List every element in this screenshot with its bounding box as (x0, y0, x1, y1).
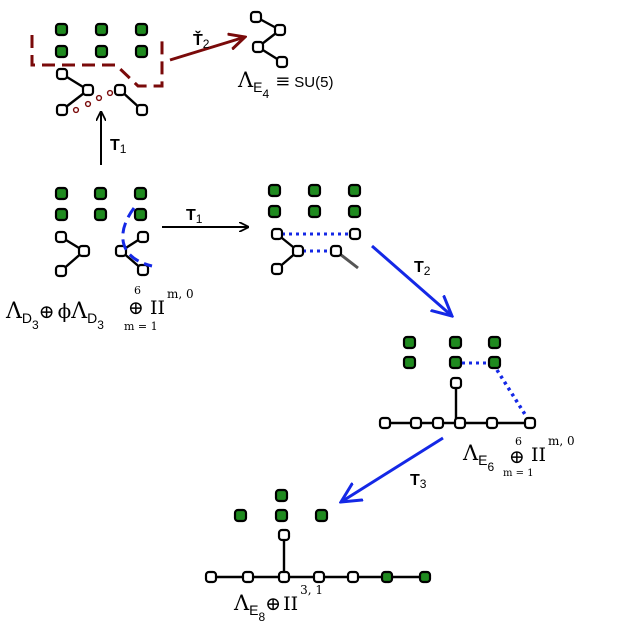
e6-subsub: 6 (488, 460, 495, 474)
arrow-t1-right-letter: T (186, 207, 196, 224)
arrow-t1-up-letter: T (110, 137, 120, 154)
arrow-t2-top-sub: 2 (203, 37, 210, 51)
e6-sum-bottom: m = 1 (503, 468, 534, 479)
d3-sub2: D (87, 310, 97, 326)
green-node-grid (54, 186, 148, 222)
d3-sub1: D (22, 310, 32, 326)
middle-right-configuration (267, 183, 362, 276)
e6-dynkin-chain (378, 376, 537, 430)
d3-ii-label: IIm, 0 (150, 287, 194, 319)
svg-text:Ť2: Ť2 (193, 30, 210, 51)
e6-ii-label: IIm, 0 (531, 434, 575, 466)
e8-ii: II (283, 593, 298, 615)
e6-ii: II (531, 444, 546, 466)
e6-sum-oplus: ⊕ (509, 446, 525, 468)
e8-label: ΛE8⊕II3, 1 (233, 583, 323, 624)
su5-rest: SU(5) (294, 74, 333, 91)
right-chain (329, 227, 362, 270)
su5-lambda: Λ (237, 68, 254, 92)
e6-sup: m, 0 (548, 434, 575, 448)
green-node-grid (233, 488, 329, 523)
right-chain (113, 83, 149, 117)
e6-label: ΛE6 (462, 441, 495, 474)
arrow-t2-down-letter: T (414, 259, 424, 276)
arrow-t2-top: Ť2 (169, 30, 245, 62)
left-chain (270, 227, 305, 276)
arrow-t1-up-sub: 1 (120, 142, 127, 156)
d3-oplus1: ⊕ (39, 301, 55, 323)
svg-text:T1: T1 (186, 207, 203, 226)
left-chain (55, 67, 95, 117)
arrow-t2-down-sub: 2 (424, 264, 431, 278)
d3-label: ΛD3⊕ϕΛD3 (5, 299, 104, 332)
e6-configuration (378, 335, 537, 430)
middle-left-configuration (54, 186, 153, 278)
arrow-t2-down: T2 (371, 244, 452, 316)
dashed-region-boundary (30, 35, 164, 88)
arrow-t1-right: T1 (162, 207, 248, 227)
e6-sub: E (478, 452, 487, 468)
e8-sup: 3, 1 (300, 583, 323, 597)
d3-subsub1: 3 (32, 318, 39, 332)
su5-label: ΛE4 ≡SU(5) (237, 68, 333, 101)
arrow-t1-up: T1 (101, 112, 127, 165)
blue-dashed-cut (121, 207, 153, 268)
e8-sub: E (249, 602, 258, 618)
su5-sub: E (253, 79, 262, 95)
e8-lambda: Λ (233, 591, 250, 615)
d3-sum-top: 6 (134, 284, 141, 297)
su5-subsub: 4 (263, 87, 270, 101)
e8-oplus: ⊕ (265, 593, 281, 615)
e8-configuration (204, 488, 432, 584)
d3-sum-bottom: m = 1 (124, 320, 158, 333)
arrow-t3-down-letter: T (410, 472, 420, 489)
arrow-t1-right-sub: 1 (196, 212, 203, 226)
right-chain (114, 230, 150, 277)
svg-text:T1: T1 (110, 137, 127, 156)
arrow-t3-down: T3 (341, 436, 444, 502)
e6-sum-top: 6 (515, 435, 522, 448)
e6-lambda: Λ (462, 441, 479, 465)
left-chain (54, 230, 91, 278)
d3-lambda1: Λ (5, 299, 23, 324)
blue-dotted-link-diagonal (495, 369, 528, 417)
d3-ii: II (150, 297, 165, 319)
arrow-t2-top-letter: Ť (193, 30, 203, 49)
su5-equiv: ≡ (275, 71, 290, 92)
d3-phi: ϕ (58, 299, 72, 323)
svg-text:T2: T2 (414, 259, 431, 278)
d3-subsub2: 3 (97, 318, 104, 332)
d3-sup: m, 0 (167, 287, 194, 301)
e8-subsub: 8 (259, 610, 266, 624)
dotted-connection (72, 89, 114, 114)
d3-lambda2: Λ (70, 299, 88, 324)
green-node-grid (54, 22, 149, 59)
e8-dynkin-chain (204, 528, 432, 584)
top-left-configuration (30, 22, 164, 117)
su5-chain (249, 10, 289, 69)
arrow-t3-down-sub: 3 (420, 477, 427, 491)
green-node-grid (402, 335, 502, 370)
d3-sum-oplus: ⊕ (128, 297, 144, 319)
svg-text:T3: T3 (410, 472, 427, 491)
green-node-grid (267, 183, 362, 219)
